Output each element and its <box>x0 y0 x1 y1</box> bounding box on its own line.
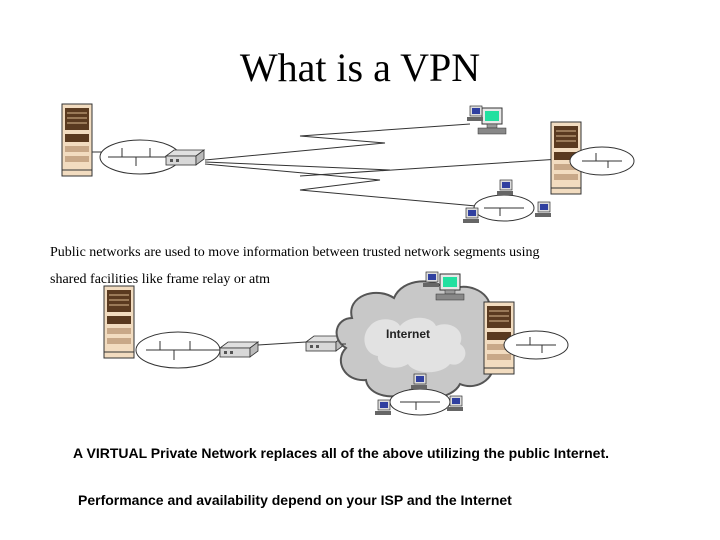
bottom-network: Internet <box>103 271 569 416</box>
paragraph-line-1: Public networks are used to move informa… <box>50 245 540 260</box>
top-network <box>61 103 635 224</box>
wan-link <box>204 158 561 177</box>
workstation-icon <box>534 201 552 218</box>
bullet-performance: Performance and availability depend on y… <box>78 492 512 508</box>
workstation-icon <box>374 399 392 416</box>
wan-link <box>204 163 477 207</box>
bullet-virtual: A VIRTUAL Private Network replaces all o… <box>73 445 609 461</box>
router-icon <box>165 149 205 166</box>
server-icon <box>61 103 93 177</box>
router-icon <box>219 341 259 358</box>
workstation-icon <box>435 273 465 301</box>
workstation-icon <box>496 179 514 196</box>
server-icon <box>103 285 135 359</box>
paragraph-line-2: shared facilities like frame relay or at… <box>50 272 271 287</box>
wan-link <box>204 123 471 161</box>
internet-label: Internet <box>386 327 430 341</box>
slide-title: What is a VPN <box>239 45 481 90</box>
workstation-icon <box>462 207 480 224</box>
